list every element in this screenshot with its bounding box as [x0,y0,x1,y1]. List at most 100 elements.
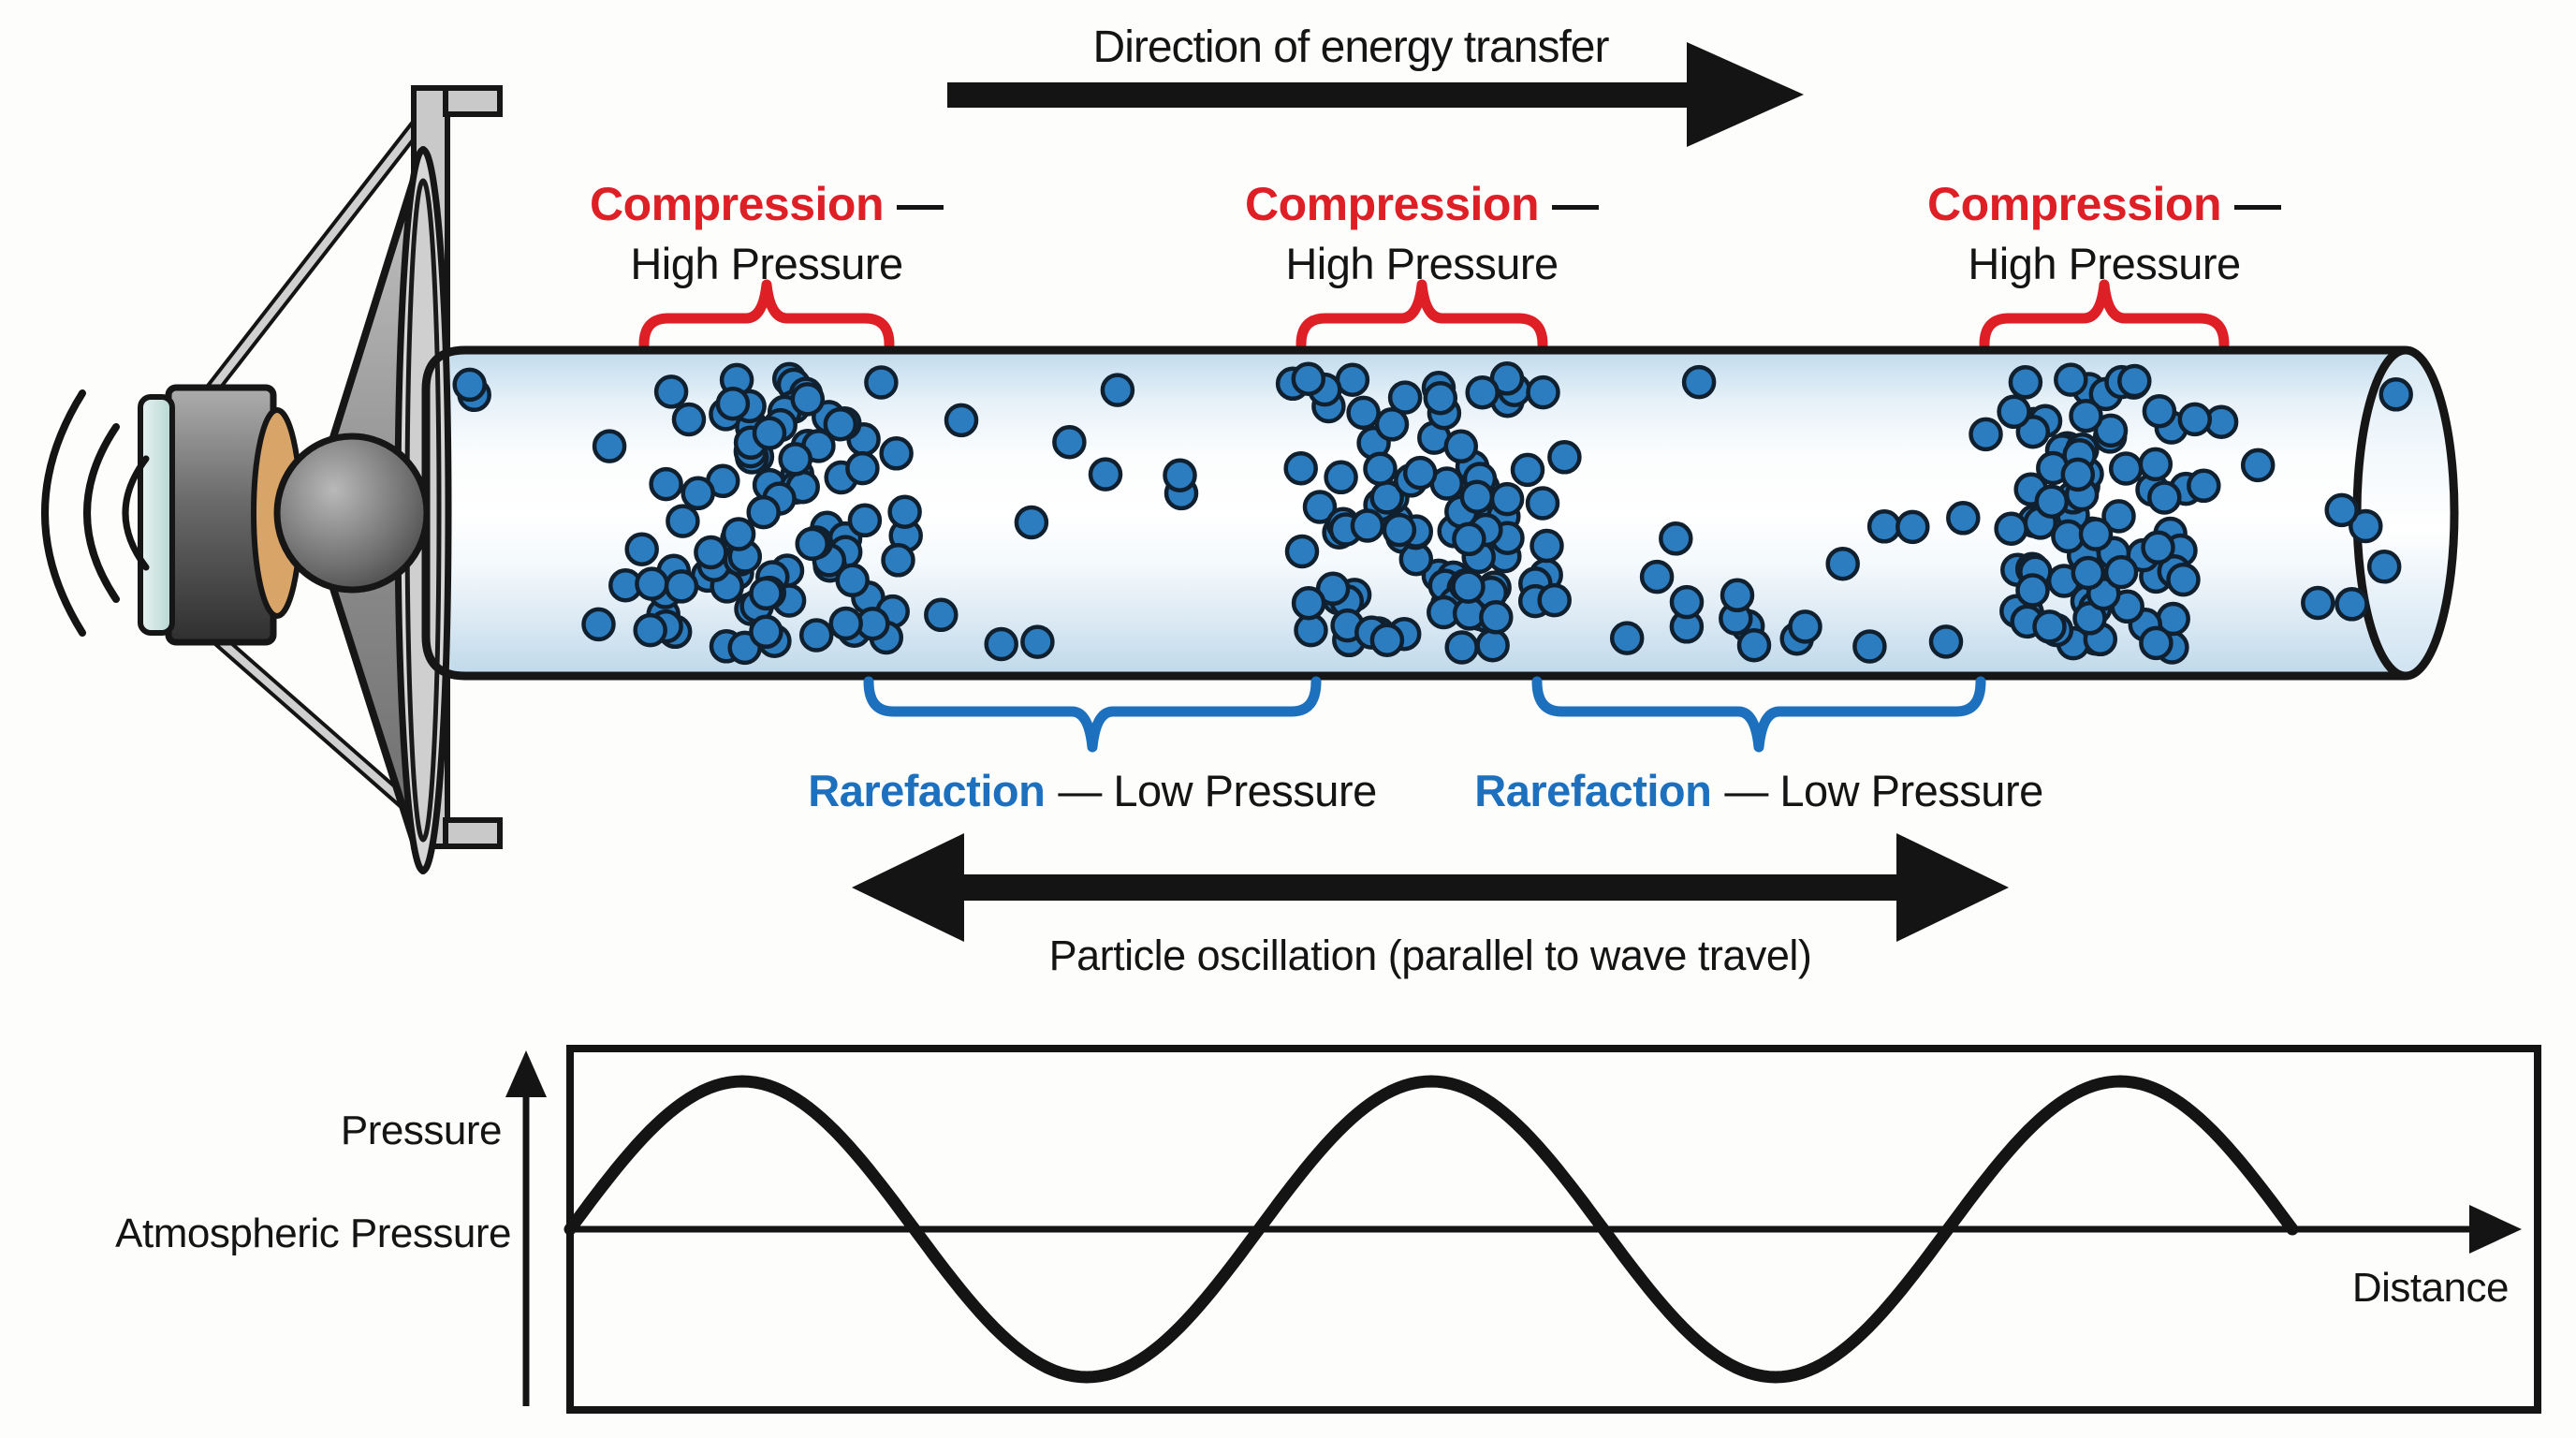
particle [1479,600,1514,635]
particle [1928,624,1964,659]
energy-transfer-arrow: Direction of energy transfer [947,22,1804,147]
particle [1369,623,1405,657]
compression-label-3: Compression— High Pressure [1927,178,2281,288]
particle [2117,363,2152,399]
particle [2166,562,2201,597]
particle [681,476,715,511]
tube-body [426,350,2406,676]
particle [2103,554,2139,590]
particle [2301,585,2335,621]
oscillation-label: Particle oscillation (parallel to wave t… [1049,932,1812,979]
particle [1452,521,1486,557]
particle [798,618,834,653]
particle [2240,448,2276,483]
particle [2051,519,2086,554]
particle [1895,509,1930,545]
rarefaction-rest: — Low Pressure [1058,766,1376,815]
particle [1736,627,1772,663]
rarefaction-annotations: Rarefaction— Low Pressure Rarefaction— L… [808,676,2043,815]
particle [1669,584,1705,620]
particle [1465,374,1500,410]
particle [2032,609,2067,644]
particle [778,442,812,477]
particle [1530,528,1564,564]
particle [649,466,683,502]
particle [624,532,659,566]
particle [633,612,667,648]
particle [1324,460,1358,495]
compression-annotations: Compression— High Pressure Compression— … [590,178,2281,350]
compression-dash: — [1552,178,1599,230]
particle [879,436,914,471]
particle [2349,508,2383,544]
particle [795,526,829,562]
particle [1163,458,1197,492]
oscillation-arrow-head-right [1896,833,2009,942]
speaker-strut-bottom-fill [197,620,432,828]
particle [2071,555,2106,591]
particle [2093,413,2129,448]
particle [1720,578,1755,613]
speaker-mount-tab-bottom [443,817,503,849]
sound-arc-outer [41,389,86,637]
particles-layer [452,361,2413,666]
particle [1284,534,1320,569]
compression-title: Compression— [1245,178,1599,230]
compression-brace-1 [638,279,895,350]
compression-term: Compression [590,178,884,230]
particle [2060,457,2096,492]
rarefaction-brace-2 [1531,676,1986,753]
particle [635,566,669,601]
particle [666,504,700,538]
particle [1788,609,1822,644]
particle [1659,521,1693,556]
particle [1100,373,1135,407]
particle [2378,377,2413,412]
particle [1315,571,1351,607]
sound-arc-inner [122,455,150,571]
particle [1969,417,2003,452]
particle [752,416,787,450]
particle [2366,550,2402,584]
particle [2324,492,2359,528]
particle [1382,512,1417,548]
particle [2034,484,2070,519]
particle [2147,480,2182,515]
speaker-mount-tab-top [443,85,503,117]
particle [1526,374,1560,410]
speaker-dust-cap-dome [273,433,431,594]
compression-title: Compression— [590,178,944,230]
particle [1547,440,1582,475]
particle [1451,569,1486,604]
particle [1020,624,1055,659]
particle [2142,393,2177,429]
particle [828,606,863,641]
particle [2141,530,2175,565]
particle [746,494,781,530]
particle [1825,546,1860,581]
compression-dash: — [897,178,944,230]
pressure-graph: Pressure Atmospheric Pressure Distance [115,1045,2541,1414]
particle [1387,380,1423,415]
particle [1302,490,1338,524]
particle [653,374,689,409]
particle [1946,501,1981,536]
energy-transfer-label: Direction of energy transfer [1093,22,1610,72]
particle [1510,452,1545,488]
particle [2139,625,2174,661]
particle [1291,361,1326,396]
particle [835,563,870,598]
particle [2138,447,2174,482]
sound-arc-middle [83,423,120,603]
particle [1346,395,1381,431]
energy-arrow-head [1687,42,1804,147]
particle [2177,402,2213,437]
particle [984,626,1018,662]
particle [749,614,783,650]
particle [1852,629,1887,664]
particle [1639,559,1675,594]
particle [2101,499,2136,534]
particle [1350,508,1385,543]
atmospheric-pressure-label: Atmospheric Pressure [115,1211,511,1256]
